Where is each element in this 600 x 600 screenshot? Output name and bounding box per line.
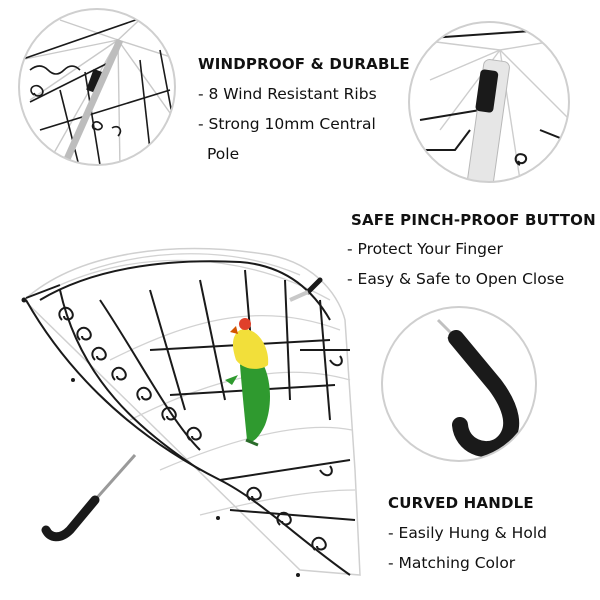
- feature-2-bullet-1: - Protect Your Finger: [347, 240, 503, 258]
- feature-1-bullet-1: - 8 Wind Resistant Ribs: [198, 85, 377, 103]
- parrot-illustration: [225, 318, 270, 447]
- feature-1-bullet-2-continuation: Pole: [207, 145, 240, 163]
- feature-3-bullet-1: - Easily Hung & Hold: [388, 524, 547, 542]
- feature-1-bullet-2: - Strong 10mm Central: [198, 115, 376, 133]
- feature-2-heading: SAFE PINCH-PROOF BUTTON: [351, 211, 596, 229]
- feature-3-heading: CURVED HANDLE: [388, 494, 534, 512]
- feature-1-heading: WINDPROOF & DURABLE: [198, 55, 410, 73]
- feature-2-bullet-2: - Easy & Safe to Open Close: [347, 270, 565, 288]
- feature-3-bullet-2: - Matching Color: [388, 554, 516, 572]
